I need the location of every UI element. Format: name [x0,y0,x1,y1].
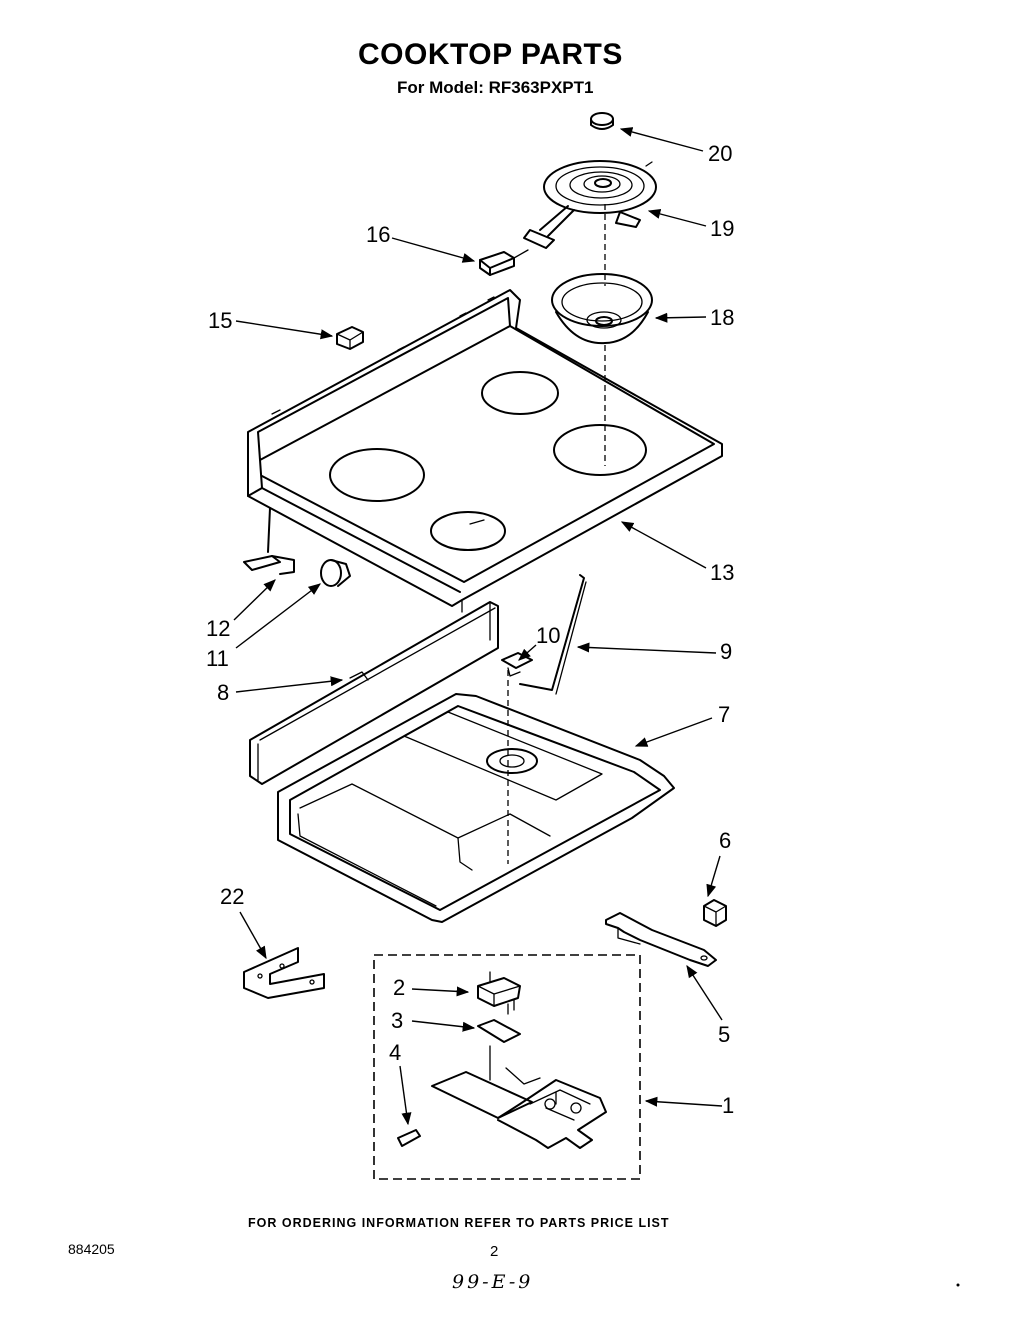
callout-19: 19 [710,216,735,241]
leader-22 [239,911,267,960]
leader-2 [411,986,470,997]
part-22-bracket [243,947,325,999]
leader-9 [576,642,717,654]
callout-9: 9 [720,639,733,664]
ordering-info: FOR ORDERING INFORMATION REFER TO PARTS … [248,1216,670,1230]
callout-22: 22 [220,884,245,909]
document-number: 884205 [68,1241,115,1257]
callout-1: 1 [722,1093,735,1118]
part-2-switch [477,971,521,1015]
leader-4 [399,1065,412,1126]
callout-4: 4 [389,1040,402,1065]
callout-11: 11 [206,646,229,671]
leader-18 [654,312,707,323]
page-number: 2 [490,1243,499,1260]
callout-15: 15 [208,308,233,333]
model-subtitle: For Model: RF363PXPT1 [397,78,594,97]
leader-5 [686,964,723,1021]
stray-dot [956,1283,960,1287]
callout-18: 18 [710,305,735,330]
part-1-infinite-switch [431,1045,607,1149]
part-16-terminal-block [479,249,529,276]
part-10-bracket [501,652,533,677]
callout-10: 10 [536,623,561,648]
part-5-bracket [605,912,717,967]
part-3-plate [477,1019,521,1043]
callout-12: 12 [206,616,231,641]
part-15-clip [336,326,364,350]
leader-12 [233,579,276,621]
part-6-clip [703,899,727,927]
leader-11 [235,583,322,649]
part-20-knob-cap [590,112,614,130]
leader-8 [235,676,344,693]
callout-13: 13 [710,560,735,585]
part-9-rod [519,574,587,695]
page-title: COOKTOP PARTS [358,38,623,71]
callout-7: 7 [718,702,731,727]
switch-assembly-box [373,954,641,1180]
leader-10 [518,644,537,661]
callout-6: 6 [719,828,732,853]
part-13-cooktop [247,289,723,613]
leader-19 [647,209,707,227]
part-18-drip-bowl [551,273,653,345]
leader-13 [620,521,707,569]
callout-5: 5 [718,1022,731,1047]
callout-8: 8 [217,680,230,705]
part-7-burner-box [277,693,675,923]
part-4-clip [397,1129,421,1147]
leader-6 [706,855,721,898]
leader-15 [235,320,334,340]
part-12-connector [243,507,295,575]
handwritten-note: 99-E-9 [452,1271,534,1293]
part-11-cap [320,559,351,587]
leader-3 [411,1020,476,1032]
callout-20: 20 [708,141,733,166]
part-8-front-panel [249,601,499,785]
leader-7 [634,717,713,747]
callout-3: 3 [391,1008,404,1033]
callout-16: 16 [366,222,391,247]
callout-leaders [233,127,723,1126]
leader-16 [391,237,476,263]
leader-20 [619,127,704,152]
leader-1 [644,1096,723,1107]
callout-2: 2 [393,975,406,1000]
part-19-surface-element [523,160,657,249]
